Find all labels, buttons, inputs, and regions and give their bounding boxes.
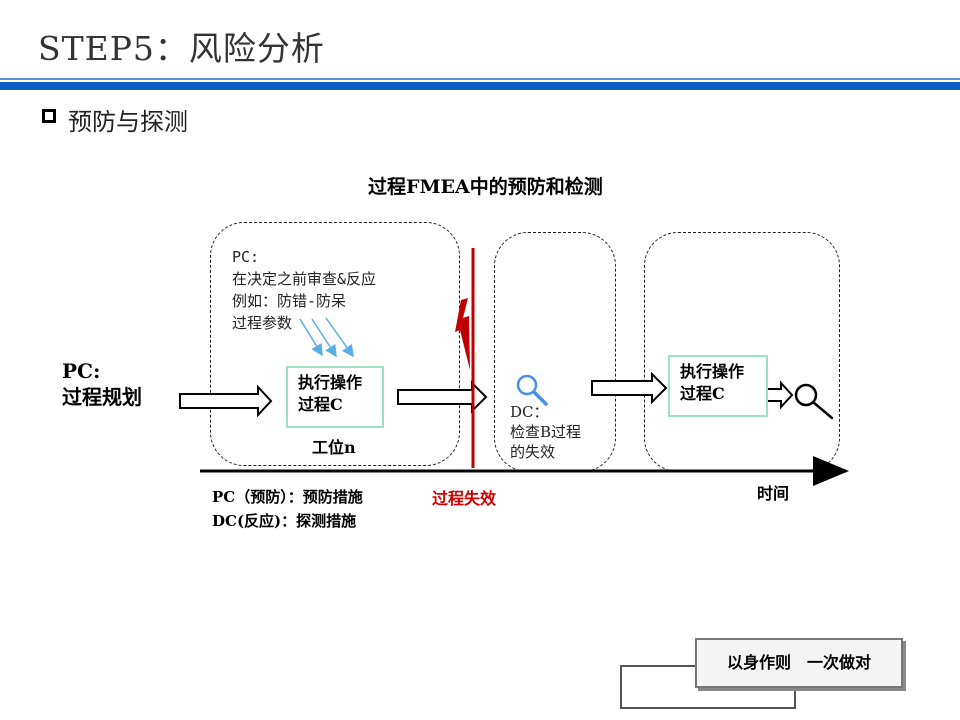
operation-label: 执行操作 [298,373,363,392]
next-operation-box: 执行操作 过程C [668,355,768,417]
pc-note-line: 过程参数 [232,314,293,332]
pc-plan-line: 过程规划 [62,385,142,409]
operation-label: 执行操作 [680,362,745,381]
dc-note-line: 的失效 [510,443,556,461]
motto-banner: 以身作则 一次做对 [695,638,903,688]
page-title: STEP5：风险分析 [38,29,325,68]
station-label: 工位n [312,438,356,457]
section-heading: 预防与探测 [68,108,188,136]
square-bullet-icon [42,109,56,123]
next-station-box [644,232,840,472]
dc-note-line: DC： [510,403,549,421]
dc-detection-note: DC： 检查B过程 的失效 [510,402,581,462]
title-divider [0,82,960,90]
legend-dc: DC(反应)：探测措施 [212,512,357,530]
title-divider-thin [0,78,960,80]
dc-note-line: 检查B过程 [510,423,582,441]
failure-label: 过程失效 [432,489,497,508]
pc-process-planning: PC: 过程规划 [62,358,142,410]
pc-note-line: 在决定之前审查&反应 [232,270,377,288]
operation-process: 过程C [680,384,725,403]
time-axis-label: 时间 [757,484,790,503]
pc-note-line: PC: [232,248,260,266]
pc-note-line: 例如：防错-防呆 [232,292,347,310]
legend-pc: PC（预防）：预防措施 [212,488,363,506]
operation-box: 执行操作 过程C [286,366,384,428]
diagram-title: 过程FMEA中的预防和检测 [368,176,603,198]
operation-process: 过程C [298,395,343,414]
pc-plan-line: PC: [62,359,101,383]
pc-review-note: PC: 在决定之前审查&反应 例如：防错-防呆 过程参数 [232,246,376,334]
